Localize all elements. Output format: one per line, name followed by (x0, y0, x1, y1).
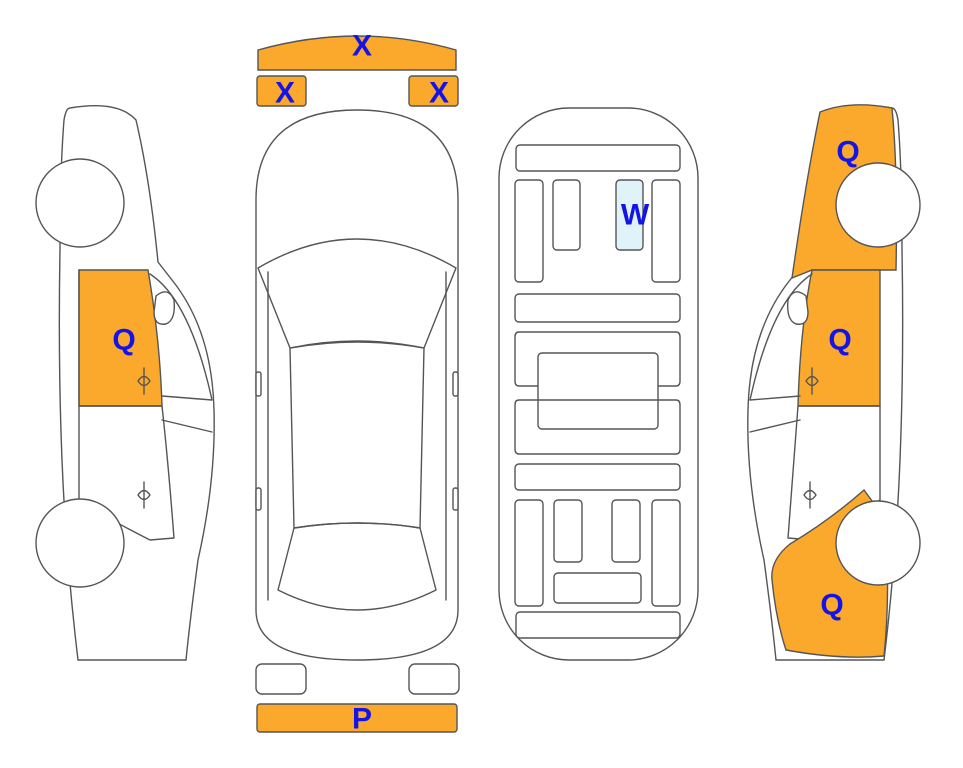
top-view-left-handle (255, 487, 262, 511)
rear-left-light-panel[interactable] (255, 663, 307, 695)
left-side-mirror[interactable] (153, 291, 176, 325)
interior-rear-left-door-trim[interactable] (514, 499, 544, 607)
left-side-front-handle[interactable] (137, 367, 151, 395)
top-view-right-handle (452, 487, 459, 511)
right-side-front-door-label: Q (828, 324, 851, 357)
top-view-rear-window (277, 522, 437, 611)
interior-front-floor[interactable] (514, 293, 681, 323)
front-left-light-group: X (256, 75, 307, 110)
rear-bumper-label: P (352, 703, 372, 736)
front-left-light-panel[interactable] (256, 75, 307, 107)
rear-bumper-group: P (256, 703, 458, 736)
interior-dashboard[interactable] (515, 144, 681, 172)
top-view-body (255, 109, 459, 661)
top-view-windshield (257, 238, 457, 349)
front-bumper-panel[interactable] (257, 35, 457, 71)
interior-rear-left-seat[interactable] (553, 499, 583, 563)
left-side-window-line (149, 273, 213, 433)
interior-left-door-trim[interactable] (514, 179, 544, 283)
front-right-light-group: X (408, 75, 459, 110)
right-side-front-handle[interactable] (805, 367, 819, 395)
front-left-light-label: X (275, 77, 295, 110)
car-right-side-view: Q Q Q (747, 104, 921, 661)
top-view-right-mirror (452, 371, 459, 397)
interior-console-frame (514, 331, 681, 387)
right-side-window-line (749, 273, 813, 433)
interior-passenger-seat-label: W (621, 199, 650, 232)
interior-trunk[interactable] (515, 611, 681, 639)
interior-right-door-trim[interactable] (651, 179, 681, 283)
top-view-left-mirror (255, 371, 262, 397)
rear-right-light-panel[interactable] (408, 663, 460, 695)
left-side-front-wheel[interactable] (35, 158, 125, 248)
right-side-rear-quarter-label: Q (820, 589, 843, 622)
car-left-side-view: Q (35, 105, 215, 661)
interior-rear-right-door-trim[interactable] (651, 499, 681, 607)
front-bumper-label: X (352, 30, 372, 63)
right-side-rear-wheel[interactable] (835, 500, 921, 586)
rear-bumper-panel[interactable] (256, 703, 458, 733)
interior-rear-floor[interactable] (514, 463, 681, 491)
right-side-rear-handle[interactable] (803, 481, 817, 509)
left-side-rear-wheel[interactable] (35, 498, 125, 588)
front-right-light-label: X (429, 77, 449, 110)
interior-passenger-seat[interactable] (615, 179, 644, 251)
interior-rear-bench[interactable] (553, 572, 642, 604)
interior-driver-seat[interactable] (552, 179, 581, 251)
right-side-mirror[interactable] (786, 291, 809, 325)
front-bumper-group: X (257, 30, 457, 71)
car-top-view (255, 109, 459, 661)
interior-rear-right-seat[interactable] (611, 499, 641, 563)
front-right-light-panel[interactable] (408, 75, 459, 107)
right-side-front-wheel[interactable] (835, 162, 921, 248)
right-side-front-fender-label: Q (836, 136, 859, 169)
left-side-rear-handle[interactable] (137, 481, 151, 509)
car-interior-view: W (498, 107, 699, 661)
interior-rear-console-frame (514, 399, 681, 455)
left-side-front-door-label: Q (112, 324, 135, 357)
interior-center-console[interactable] (537, 352, 659, 430)
